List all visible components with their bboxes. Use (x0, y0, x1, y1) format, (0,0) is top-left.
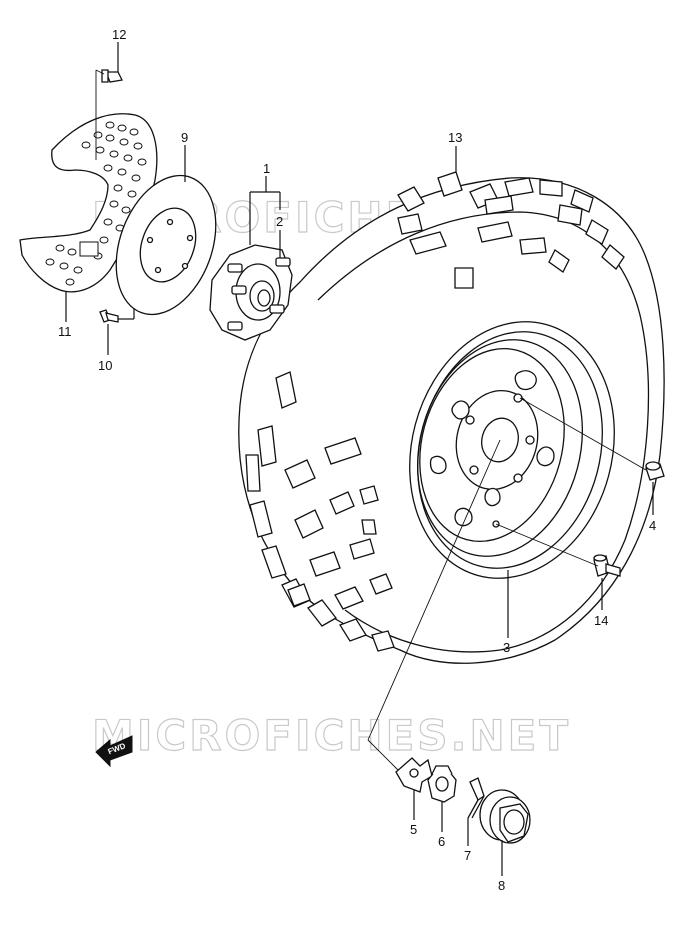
label-6: 6 (438, 834, 445, 849)
label-11: 11 (58, 324, 72, 339)
hub-cap (479, 789, 531, 844)
hub (209, 244, 293, 341)
label-10: 10 (98, 358, 112, 373)
cotter-pin (467, 777, 485, 819)
label-7: 7 (464, 848, 471, 863)
brake-disc (115, 174, 217, 316)
label-12: 12 (112, 27, 126, 42)
fwd-arrow-icon: FWD (95, 735, 133, 768)
screw (99, 309, 119, 323)
hub-stud (227, 257, 291, 331)
bolt (101, 69, 123, 83)
wheel-rim (409, 321, 615, 579)
label-14: 14 (594, 613, 608, 628)
label-2: 2 (276, 214, 283, 229)
label-3: 3 (503, 640, 510, 655)
watermark-bottom: MICROFICHES.NET (92, 711, 571, 760)
label-9: 9 (181, 130, 188, 145)
part-labels: 12 9 1 2 13 11 10 4 14 3 5 6 7 8 (58, 27, 656, 893)
leader-lines (65, 42, 654, 876)
lock-washer (395, 757, 433, 793)
label-8: 8 (498, 878, 505, 893)
castle-nut (427, 765, 457, 803)
label-1: 1 (263, 161, 270, 176)
label-13: 13 (448, 130, 462, 145)
label-4: 4 (649, 518, 656, 533)
wheel-nut (645, 461, 665, 481)
label-5: 5 (410, 822, 417, 837)
valve (593, 554, 621, 577)
